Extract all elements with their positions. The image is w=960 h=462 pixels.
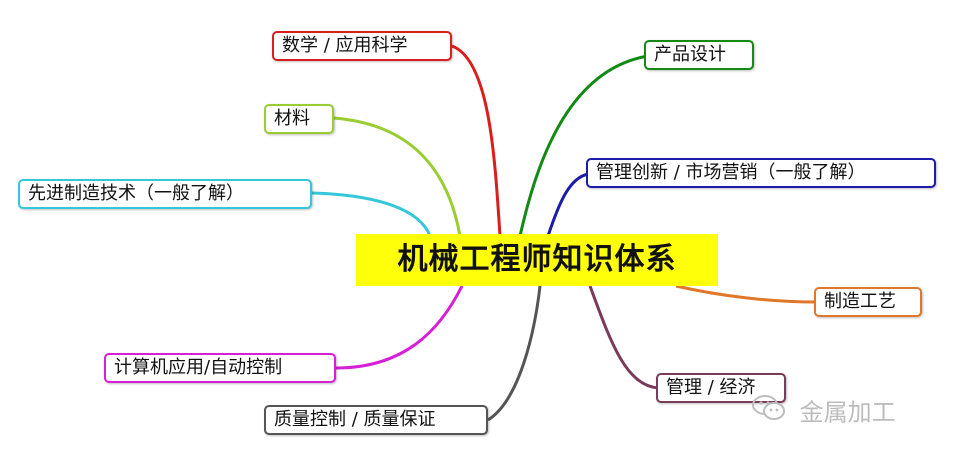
node-math: 数学 / 应用科学 (272, 31, 452, 61)
node-quality: 质量控制 / 质量保证 (264, 405, 488, 435)
connector-math (451, 44, 502, 237)
wechat-icon (752, 394, 786, 431)
node-economics: 管理 / 经济 (656, 373, 786, 403)
watermark: 金属加工 (752, 394, 896, 428)
node-innovation: 管理创新 / 市场营销（一般了解） (586, 158, 936, 188)
connector-advanced (311, 191, 432, 237)
connector-material (333, 116, 462, 237)
connector-process (675, 284, 817, 304)
central-topic: 机械工程师知识体系 (356, 234, 718, 286)
node-process: 制造工艺 (814, 287, 922, 317)
connector-economics (588, 285, 659, 390)
connector-innovation (546, 172, 589, 237)
connector-design (518, 54, 649, 237)
node-advanced: 先进制造技术（一般了解） (18, 179, 312, 209)
watermark-text: 金属加工 (799, 398, 896, 427)
node-computer: 计算机应用/自动控制 (104, 353, 336, 383)
node-material: 材料 (264, 104, 334, 134)
connector-quality (487, 285, 542, 422)
connector-computer (335, 285, 464, 370)
node-design: 产品设计 (644, 40, 754, 70)
